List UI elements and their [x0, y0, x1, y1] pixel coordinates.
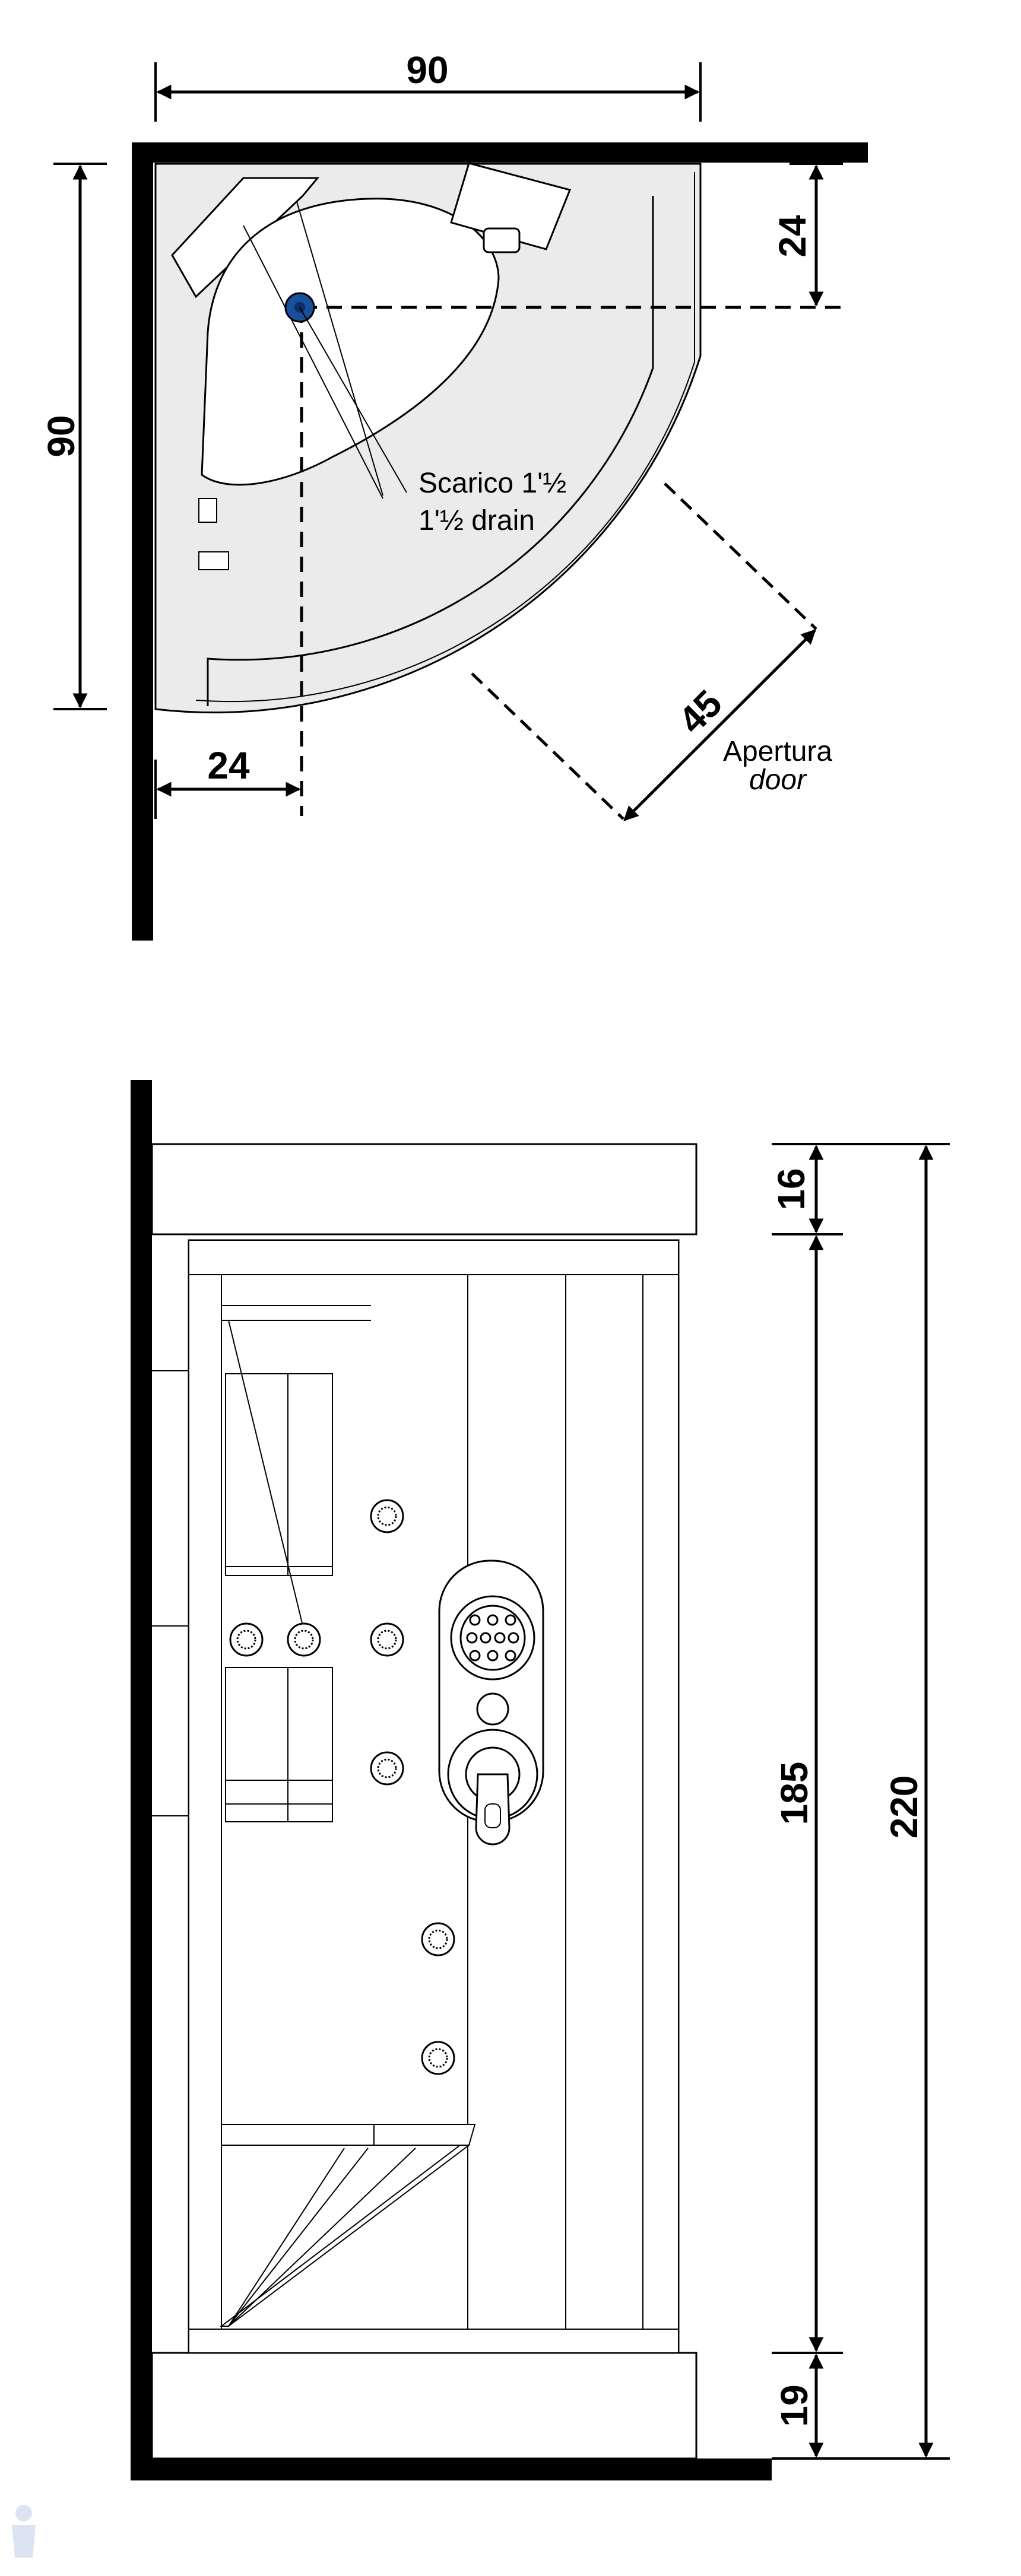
jet — [370, 1622, 404, 1657]
shower-head — [483, 227, 521, 253]
jet — [287, 1622, 321, 1657]
total-height-label: 220 — [883, 1775, 925, 1839]
left-control-1 — [198, 498, 217, 523]
jet — [370, 1499, 404, 1533]
plan-wall-left — [132, 142, 153, 941]
cabin-top-band — [188, 1240, 679, 1275]
base-height-label: 19 — [773, 2384, 816, 2426]
door-width-label: 45 — [670, 682, 730, 742]
door-label-en: door — [749, 764, 807, 796]
door-dim-line — [623, 629, 816, 821]
corner-shelf-line-3 — [228, 2148, 345, 2327]
drain-top-label: 24 — [771, 215, 814, 258]
cabin-bottom-band — [188, 2329, 679, 2353]
base-tray — [151, 2352, 697, 2460]
shower-head-box — [450, 162, 572, 250]
jet — [370, 1751, 404, 1786]
tray-inner-curve — [207, 196, 654, 706]
cabin-height-label: 185 — [773, 1762, 816, 1825]
mixer-handle-slot — [484, 1803, 501, 1828]
door-profile — [642, 1274, 679, 2330]
seat-backrest-lower — [225, 1667, 333, 1822]
door-ext-2 — [471, 672, 624, 820]
right-column — [565, 1274, 643, 2330]
corner-shelf-line-2 — [228, 2148, 369, 2327]
drain-label-it: Scarico 1'½ — [418, 468, 566, 499]
plan-guide-1 — [243, 225, 383, 499]
plan-guide-2 — [296, 201, 383, 496]
left-control-2 — [198, 551, 229, 570]
plan-view: 90 90 24 24 45 Scarico 1'½ 1'½ drain Ape… — [40, 49, 868, 941]
door-ext-1 — [664, 482, 817, 630]
drain-label-en: 1'½ drain — [418, 505, 535, 536]
top-cap — [151, 1143, 697, 1235]
seat-backrest-upper — [225, 1373, 333, 1576]
door-label-it: Apertura — [723, 736, 832, 767]
drain-leader — [299, 307, 407, 493]
drain-left-label: 24 — [207, 744, 250, 787]
watermark-logo — [12, 2505, 36, 2558]
jet — [421, 2041, 455, 2075]
plan-width-label: 90 — [406, 49, 448, 91]
corner-shelf-leg — [220, 2145, 471, 2327]
elev-floor — [131, 2459, 772, 2480]
jet — [229, 1622, 264, 1657]
jet — [421, 1922, 455, 1956]
shower-head-grid — [450, 1595, 535, 1681]
elevation-view: 16 185 19 220 — [131, 1080, 950, 2480]
seat-diagonal — [228, 1320, 306, 1638]
corner-shelf — [221, 2124, 476, 2146]
plan-depth-label: 90 — [40, 415, 83, 457]
corner-seat — [171, 177, 320, 298]
left-post — [188, 1274, 222, 2330]
seat-area — [201, 198, 500, 486]
plan-wall-top — [132, 142, 868, 163]
elev-wall-left — [131, 1080, 152, 2480]
diverter-knob — [476, 1692, 509, 1726]
top-height-label: 16 — [770, 1168, 813, 1210]
tray-rim — [195, 172, 695, 703]
corner-shelf-line-1 — [228, 2148, 416, 2327]
